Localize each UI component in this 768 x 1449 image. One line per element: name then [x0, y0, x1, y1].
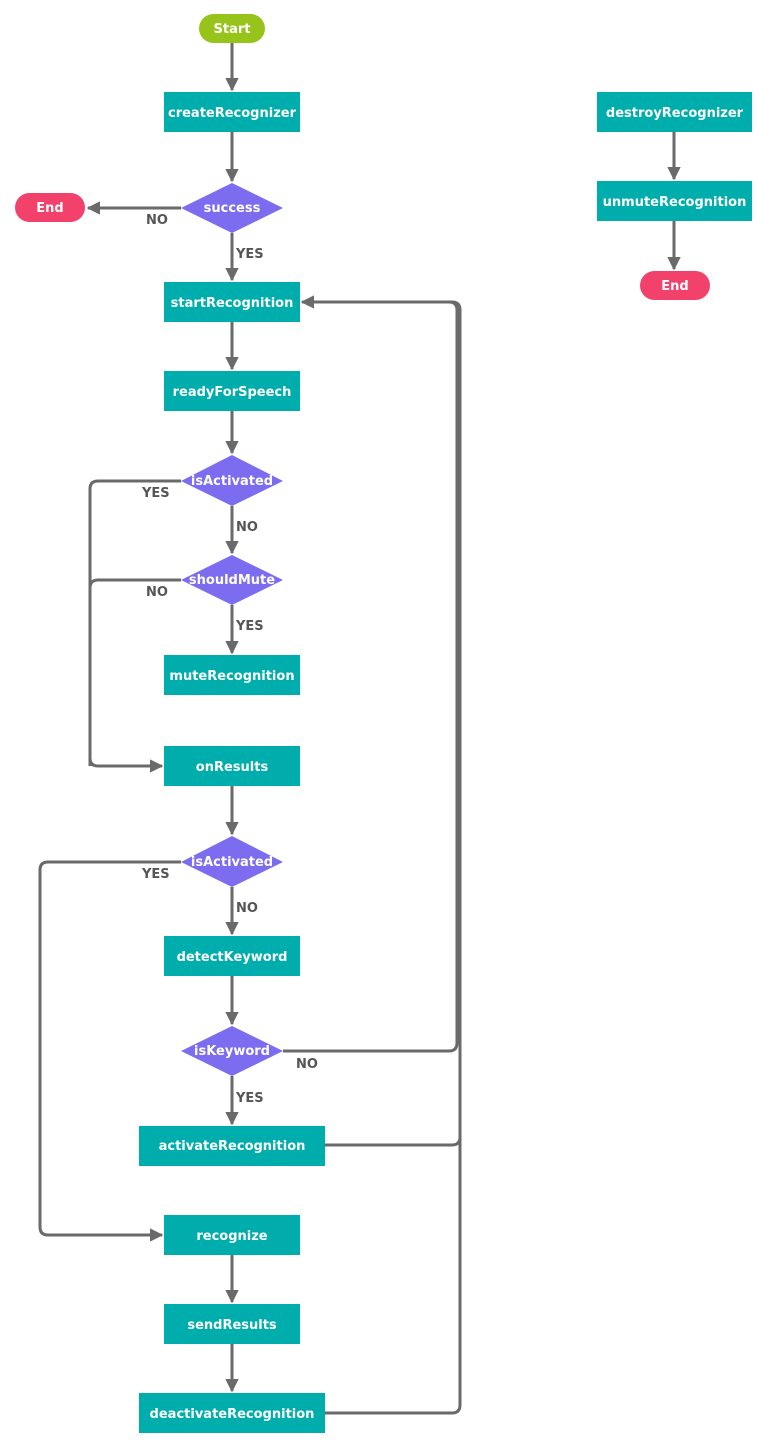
- process-start-recognition-label: startRecognition: [171, 296, 294, 311]
- decision-should-mute-label: shouldMute: [189, 573, 275, 588]
- label-shouldmute-no: NO: [146, 585, 168, 600]
- edge-activate-loop: [302, 300, 462, 1147]
- process-unmute-recognition[interactable]: unmuteRecognition: [597, 181, 752, 221]
- process-on-results[interactable]: onResults: [164, 746, 300, 786]
- process-activate-recognition[interactable]: activateRecognition: [139, 1126, 325, 1166]
- process-send-results[interactable]: sendResults: [164, 1304, 300, 1344]
- end-node-left[interactable]: End: [15, 193, 85, 222]
- decision-success-label: success: [204, 201, 261, 216]
- end-node-right-label: End: [661, 279, 688, 294]
- start-node[interactable]: Start: [199, 14, 265, 43]
- end-node-right[interactable]: End: [640, 271, 710, 300]
- process-deactivate-recognition-label: deactivateRecognition: [150, 1407, 315, 1422]
- edge-isactivated2-yes-to-recognize: [38, 860, 181, 1242]
- process-unmute-recognition-label: unmuteRecognition: [603, 195, 747, 210]
- edge-labels: NO YES YES NO NO YES YES NO NO YES: [141, 213, 318, 1106]
- edges: [38, 42, 681, 1415]
- start-node-label: Start: [214, 22, 251, 37]
- process-detect-keyword[interactable]: detectKeyword: [164, 936, 300, 976]
- end-node-left-label: End: [36, 201, 63, 216]
- label-isactivated1-no: NO: [236, 520, 258, 535]
- process-start-recognition[interactable]: startRecognition: [164, 282, 300, 322]
- edge-isactivated1-yes-to-onresults: [88, 479, 181, 773]
- label-isactivated2-yes: YES: [141, 867, 170, 882]
- edge-deactivate-loop: [325, 1137, 462, 1415]
- decision-is-activated-2-label: isActivated: [191, 855, 273, 870]
- process-send-results-label: sendResults: [187, 1318, 277, 1333]
- decision-is-keyword-label: isKeyword: [194, 1044, 270, 1059]
- decision-is-keyword[interactable]: isKeyword: [181, 1026, 283, 1076]
- label-success-no: NO: [146, 213, 168, 228]
- process-on-results-label: onResults: [196, 760, 269, 775]
- decision-is-activated-1[interactable]: isActivated: [181, 455, 283, 506]
- label-shouldmute-yes: YES: [235, 619, 264, 634]
- process-detect-keyword-label: detectKeyword: [177, 950, 288, 965]
- process-deactivate-recognition[interactable]: deactivateRecognition: [139, 1393, 325, 1433]
- label-iskeyword-yes: YES: [235, 1091, 264, 1106]
- process-mute-recognition-label: muteRecognition: [169, 669, 294, 684]
- edge-shouldmute-no-to-onresults: [88, 578, 181, 766]
- nodes: Start End createRecognizer success start…: [15, 14, 752, 1433]
- process-ready-for-speech-label: readyForSpeech: [173, 385, 292, 400]
- process-recognize-label: recognize: [196, 1229, 267, 1244]
- label-iskeyword-no: NO: [296, 1057, 318, 1072]
- process-mute-recognition[interactable]: muteRecognition: [164, 655, 300, 695]
- decision-is-activated-1-label: isActivated: [191, 474, 273, 489]
- process-create-recognizer-label: createRecognizer: [168, 106, 297, 121]
- process-activate-recognition-label: activateRecognition: [159, 1139, 306, 1154]
- decision-should-mute[interactable]: shouldMute: [181, 555, 283, 605]
- decision-is-activated-2[interactable]: isActivated: [181, 836, 283, 887]
- label-success-yes: YES: [235, 247, 264, 262]
- label-isactivated1-yes: YES: [141, 486, 170, 501]
- label-isactivated2-no: NO: [236, 901, 258, 916]
- process-recognize[interactable]: recognize: [164, 1215, 300, 1255]
- process-destroy-recognizer[interactable]: destroyRecognizer: [597, 92, 752, 132]
- decision-success[interactable]: success: [181, 183, 283, 233]
- process-ready-for-speech[interactable]: readyForSpeech: [164, 371, 300, 411]
- process-destroy-recognizer-label: destroyRecognizer: [606, 106, 744, 121]
- edge-iskeyword-no-loop: [283, 295, 459, 1053]
- process-create-recognizer[interactable]: createRecognizer: [164, 92, 300, 132]
